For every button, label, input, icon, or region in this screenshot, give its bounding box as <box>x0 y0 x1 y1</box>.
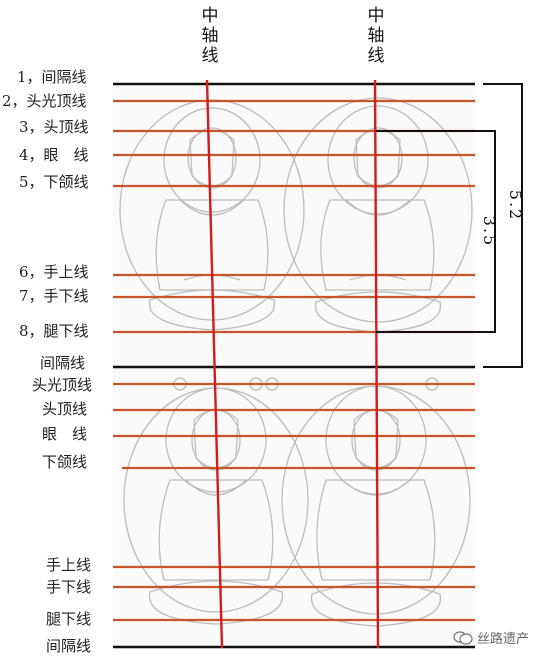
central-axis-right <box>373 79 380 649</box>
axis-title-left: 中轴线 <box>201 6 219 66</box>
label-halo-top-2: 2，头光顶线 <box>2 92 87 110</box>
label-separator-1: 1，间隔线 <box>17 68 87 86</box>
label-head-top: 头顶线 <box>42 400 88 418</box>
label-eye: 眼 线 <box>42 425 88 443</box>
chat-bubble-icon <box>453 630 473 645</box>
label-hand-top: 手上线 <box>46 556 92 574</box>
buddha-sketch-top-right <box>283 97 473 333</box>
label-leg-bottom: 腿下线 <box>46 610 92 628</box>
label-jaw: 下颌线 <box>42 453 88 471</box>
label-separator-end: 间隔线 <box>46 637 92 655</box>
label-hand-bottom-7: 7，手下线 <box>19 287 89 305</box>
label-head-top-3: 3，头顶线 <box>19 118 89 136</box>
dimension-bracket-outer <box>483 83 523 368</box>
label-halo-top: 头光顶线 <box>32 376 93 394</box>
label-hand-bottom: 手下线 <box>46 578 92 596</box>
buddha-sketch-top-left <box>119 99 305 331</box>
dimension-outer-value: 5.2 <box>506 189 526 222</box>
dimension-bracket-inner <box>376 130 496 333</box>
watermark: 丝路遗产 <box>453 628 529 647</box>
dimension-inner-value: 3.5 <box>480 215 500 248</box>
label-hand-top-6: 6，手上线 <box>19 263 89 281</box>
label-leg-bottom-8: 8，腿下线 <box>19 322 89 340</box>
watermark-text: 丝路遗产 <box>476 632 529 647</box>
central-axis-left <box>205 79 224 649</box>
axis-title-right: 中轴线 <box>367 6 385 66</box>
label-jaw-5: 5，下颌线 <box>19 173 89 191</box>
label-separator: 间隔线 <box>40 354 86 372</box>
label-eye-4: 4，眼 线 <box>19 146 89 164</box>
